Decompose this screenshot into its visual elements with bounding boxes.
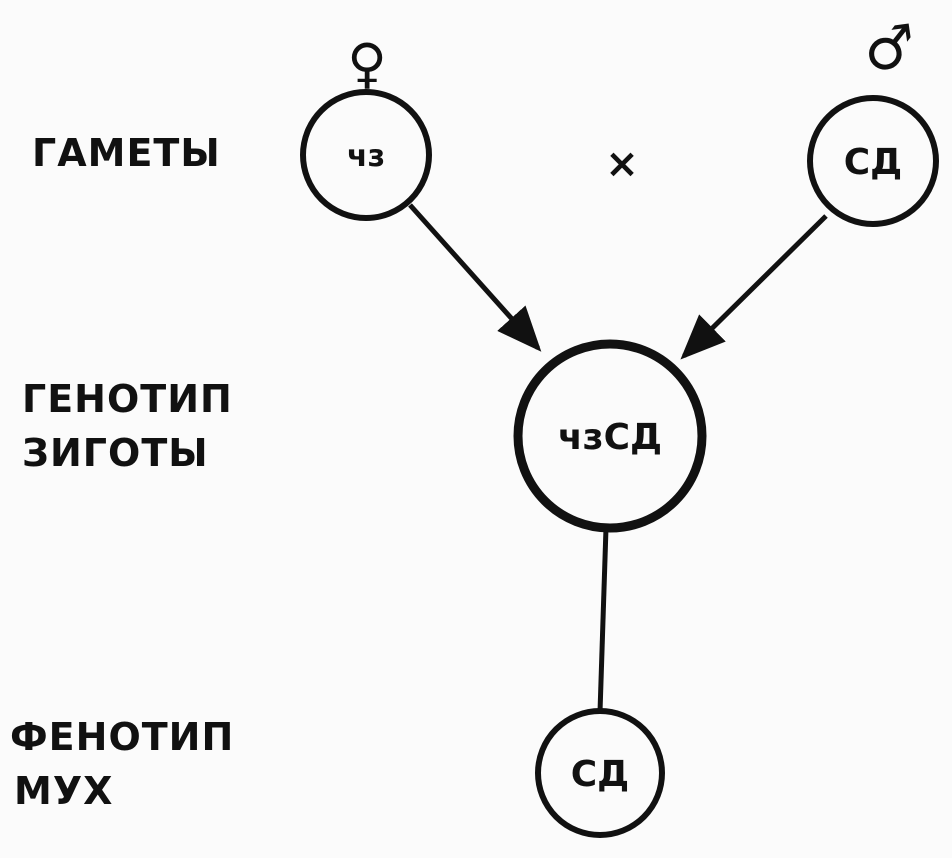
line-zygote-to-phenotype <box>597 527 609 713</box>
phenotype-label: СД <box>571 754 629 795</box>
male-gamete-label: СД <box>844 142 902 183</box>
phenotype-node <box>535 708 665 838</box>
row-label-gametes: ГАМЕТЫ <box>32 131 221 175</box>
arrow-female-to-zygote <box>408 203 542 352</box>
cross-symbol: × <box>605 141 639 187</box>
male-gamete-node <box>807 95 939 227</box>
zygote-label: чзСД <box>558 417 662 458</box>
row-label-genotype-line1: ГЕНОТИП <box>22 377 233 421</box>
row-label-phenotype-line1: ФЕНОТИП <box>10 715 234 759</box>
zygote-node <box>513 339 707 533</box>
male-symbol-icon: ♂ <box>859 11 920 86</box>
female-gamete-label: чз <box>347 139 385 174</box>
row-label-genotype-line2: ЗИГОТЫ <box>22 431 209 475</box>
row-label-phenotype-line2: МУХ <box>14 769 113 813</box>
female-gamete-node <box>300 89 432 221</box>
arrow-male-to-zygote <box>680 214 828 360</box>
female-symbol-icon: ♀ <box>347 32 387 95</box>
